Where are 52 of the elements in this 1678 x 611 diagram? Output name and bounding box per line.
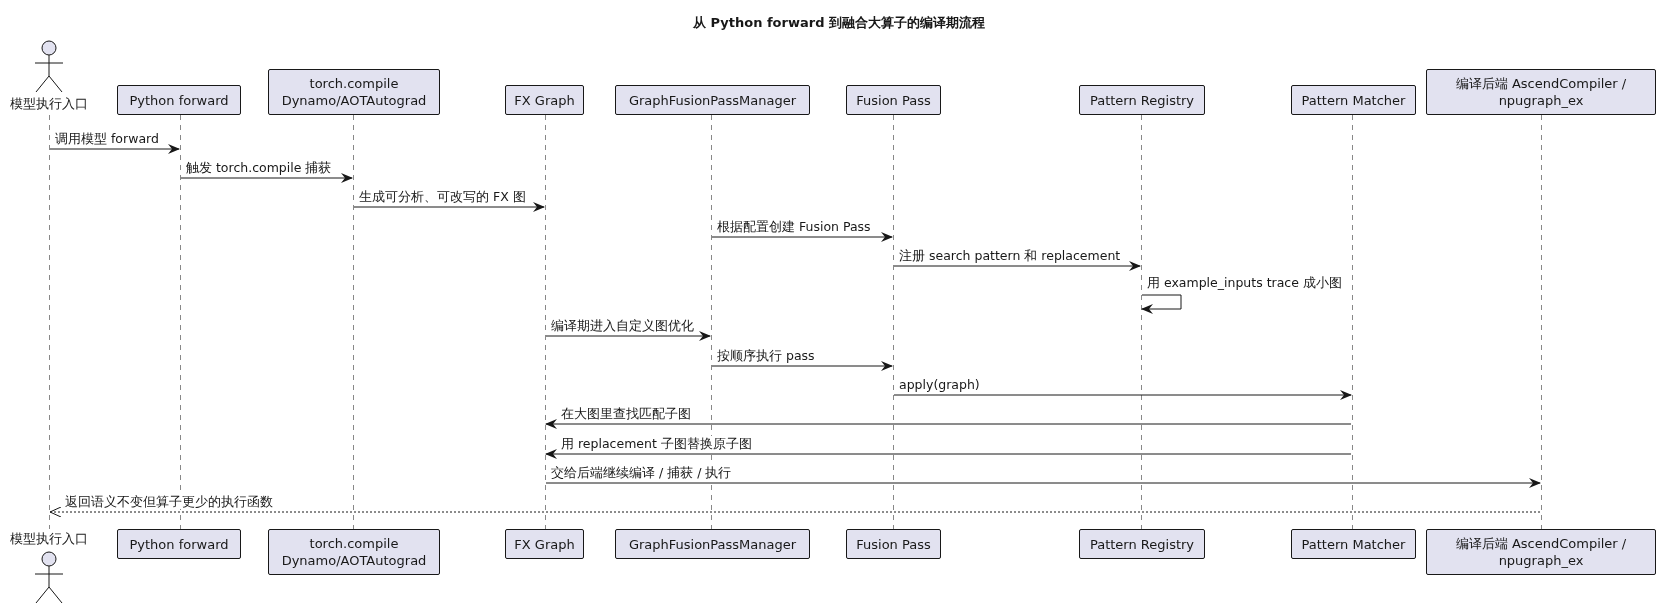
diagram-title: 从 Python forward 到融合大算子的编译期流程 xyxy=(692,14,986,32)
lifeline xyxy=(892,115,895,529)
message-arrow xyxy=(49,144,180,154)
message-label: 触发 torch.compile 捕获 xyxy=(186,160,332,175)
message-label: 注册 search pattern 和 replacement xyxy=(899,248,1121,263)
message-label: 生成可分析、可改写的 FX 图 xyxy=(359,189,526,204)
lifeline xyxy=(48,115,51,529)
message-label: 按顺序执行 pass xyxy=(717,348,815,363)
participant-box: Fusion Pass xyxy=(846,85,941,115)
participant-box: GraphFusionPassManager xyxy=(615,529,810,559)
participant-box: GraphFusionPassManager xyxy=(615,85,810,115)
message-arrow xyxy=(545,449,1352,459)
message-arrow xyxy=(545,331,711,341)
message-arrow xyxy=(545,419,1352,429)
participant-box: FX Graph xyxy=(505,529,584,559)
lifeline xyxy=(1351,115,1354,529)
lifeline xyxy=(544,115,547,529)
message-label: 用 replacement 子图替换原子图 xyxy=(561,436,752,451)
participant-box: FX Graph xyxy=(505,85,584,115)
participant-box: 编译后端 AscendCompiler / npugraph_ex xyxy=(1426,529,1656,575)
lifeline xyxy=(1140,115,1143,529)
message-arrow xyxy=(180,173,353,183)
message-label: 根据配置创建 Fusion Pass xyxy=(717,219,871,234)
message-arrow xyxy=(49,506,1541,518)
participant-box: Pattern Registry xyxy=(1079,85,1205,115)
participant-box: Python forward xyxy=(117,529,241,559)
message-arrow xyxy=(893,261,1141,271)
actor-label: 模型执行入口 xyxy=(10,96,88,112)
message-label: 在大图里查找匹配子图 xyxy=(561,406,691,421)
message-label: 交给后端继续编译 / 捕获 / 执行 xyxy=(551,465,732,480)
participant-box: 编译后端 AscendCompiler / npugraph_ex xyxy=(1426,69,1656,115)
message-label: 编译期进入自定义图优化 xyxy=(551,318,694,333)
lifeline xyxy=(352,115,355,529)
message-arrow xyxy=(893,390,1352,400)
message-arrow xyxy=(1141,294,1182,314)
participant-box: torch.compile Dynamo/AOTAutograd xyxy=(268,69,440,115)
message-arrow xyxy=(545,478,1541,488)
message-label: 调用模型 forward xyxy=(55,131,159,146)
participant-box: Fusion Pass xyxy=(846,529,941,559)
message-arrow xyxy=(353,202,545,212)
participant-box: Python forward xyxy=(117,85,241,115)
message-arrow xyxy=(711,232,893,242)
message-label: 返回语义不变但算子更少的执行函数 xyxy=(65,494,273,509)
message-label: apply(graph) xyxy=(899,377,980,392)
message-label: 用 example_inputs trace 成小图 xyxy=(1147,275,1342,290)
actor-label: 模型执行入口 xyxy=(10,531,88,547)
participant-box: Pattern Matcher xyxy=(1291,529,1416,559)
message-arrow xyxy=(711,361,893,371)
lifeline xyxy=(1540,115,1543,529)
participant-box: Pattern Registry xyxy=(1079,529,1205,559)
participant-box: Pattern Matcher xyxy=(1291,85,1416,115)
participant-box: torch.compile Dynamo/AOTAutograd xyxy=(268,529,440,575)
